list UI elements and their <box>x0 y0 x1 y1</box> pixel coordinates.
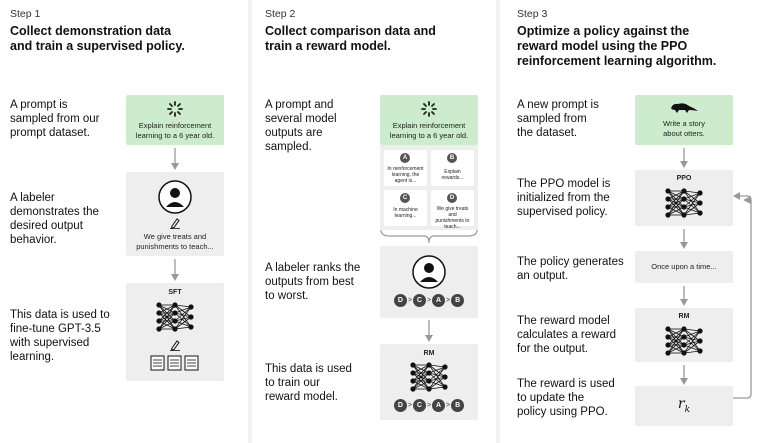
pencil-icon <box>170 218 180 229</box>
step3-desc-reward: The reward model calculates a reward for… <box>517 315 617 355</box>
step1-demo-box: We give treats and punishments to teach.… <box>126 172 224 256</box>
step1-demo-text: We give treats and punishments to teach.… <box>136 232 214 251</box>
feedback-loop-arrow-icon <box>733 192 752 399</box>
step3-label: Step 3 <box>517 8 548 20</box>
arrow-down-icon <box>680 365 688 385</box>
documents-icon <box>150 355 199 371</box>
step2-prompt-text: Explain reinforcement learning to a 6 ye… <box>389 121 469 140</box>
step3-panel: Step 3 Optimize a policy against the rew… <box>500 0 757 443</box>
neural-network-icon <box>156 302 194 332</box>
step1-sft-box: SFT <box>126 283 224 381</box>
labeler-icon <box>158 180 192 214</box>
step1-prompt-box: Explain reinforcement learning to a 6 ye… <box>126 95 224 145</box>
step1-desc-prompt: A prompt is sampled from our prompt data… <box>10 99 100 139</box>
neural-network-icon <box>665 326 703 356</box>
neural-network-icon <box>410 362 448 392</box>
ranking-row: D>C>A>B <box>380 399 478 412</box>
spinner-icon <box>421 101 437 117</box>
arrow-down-icon <box>680 229 688 249</box>
output-card-d: D We give treats and punishments to teac… <box>431 190 474 230</box>
step2-label: Step 2 <box>265 8 296 20</box>
spinner-icon <box>167 101 183 117</box>
output-card-a: A In reinforcement learning, the agent i… <box>384 150 427 186</box>
neural-network-icon <box>665 188 703 218</box>
step3-desc-init: The PPO model is initialized from the su… <box>517 178 611 218</box>
step3-rm-box: RM <box>635 308 733 362</box>
step1-prompt-text: Explain reinforcement learning to a 6 ye… <box>135 121 215 140</box>
step2-desc-rank: A labeler ranks the outputs from best to… <box>265 262 361 302</box>
reward-symbol: rk <box>677 396 691 415</box>
step1-desc-labeler: A labeler demonstrates the desired outpu… <box>10 192 99 246</box>
ppo-label: PPO <box>676 175 692 182</box>
arrow-down-icon <box>680 148 688 168</box>
output-text: Once upon a time... <box>651 262 717 271</box>
step2-prompt-box: Explain reinforcement learning to a 6 ye… <box>380 95 478 145</box>
step2-panel: Step 2 Collect comparison data and train… <box>252 0 496 443</box>
step3-desc-generate: The policy generates an output. <box>517 256 624 282</box>
step1-desc-finetune: This data is used to fine-tune GPT-3.5 w… <box>10 309 110 363</box>
step3-prompt-box: Write a story about otters. <box>635 95 733 145</box>
bracket-icon <box>380 229 478 244</box>
arrow-down-icon <box>425 320 433 342</box>
pencil-icon <box>170 340 180 351</box>
step2-desc-sample: A prompt and several model outputs are s… <box>265 99 337 153</box>
step2-title: Collect comparison data and train a rewa… <box>265 24 436 53</box>
step3-prompt-text: Write a story about otters. <box>663 119 705 138</box>
output-card-b: B Explain rewards... <box>431 150 474 186</box>
step2-outputs-box: A In reinforcement learning, the agent i… <box>380 145 478 230</box>
step2-rm-box: RM D>C>A>B <box>380 344 478 420</box>
arrow-down-icon <box>171 148 179 170</box>
rm-label: RM <box>678 313 690 320</box>
sft-label: SFT <box>168 289 182 296</box>
step2-rank-box: D>C>A>B <box>380 246 478 318</box>
step2-desc-train: This data is used to train our reward mo… <box>265 363 352 403</box>
step3-desc-prompt: A new prompt is sampled from the dataset… <box>517 99 599 139</box>
step1-label: Step 1 <box>10 8 41 20</box>
step3-desc-update: The reward is used to update the policy … <box>517 378 615 418</box>
output-card-c: C In machine learning... <box>384 190 427 226</box>
labeler-icon <box>412 255 446 289</box>
arrow-down-icon <box>171 259 179 281</box>
step3-title: Optimize a policy against the reward mod… <box>517 24 717 68</box>
step1-title: Collect demonstration data and train a s… <box>10 24 185 53</box>
step1-panel: Step 1 Collect demonstration data and tr… <box>0 0 248 443</box>
step3-output-box: Once upon a time... <box>635 251 733 283</box>
ranking-row: D>C>A>B <box>380 294 478 307</box>
step3-reward-box: rk <box>635 386 733 426</box>
rm-label: RM <box>423 350 435 357</box>
step3-ppo-box: PPO <box>635 170 733 226</box>
otter-icon <box>671 103 698 113</box>
arrow-down-icon <box>680 286 688 306</box>
